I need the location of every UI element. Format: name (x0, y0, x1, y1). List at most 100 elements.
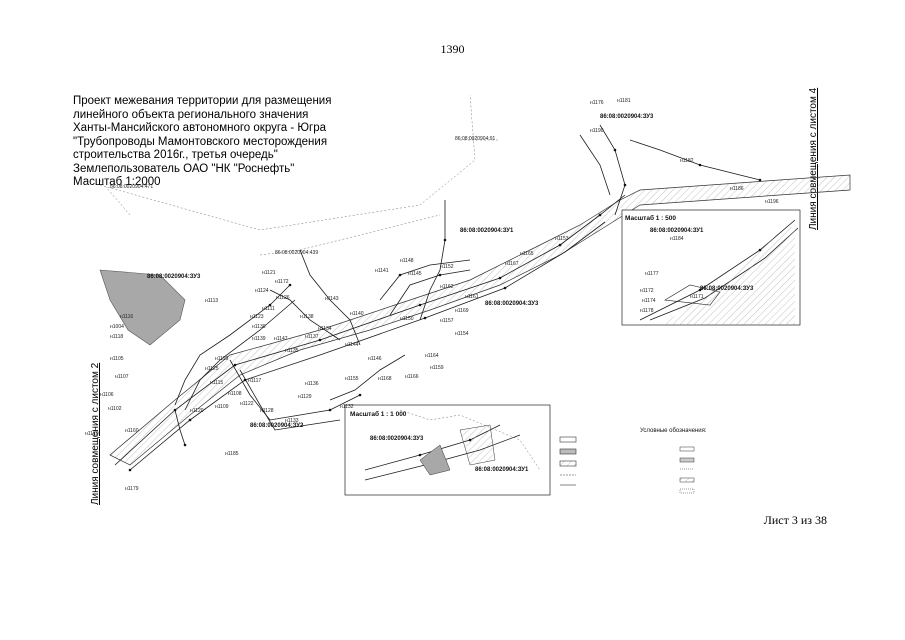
point-label: н1184 (670, 236, 684, 242)
parcel-label: 86:08:0020904:439 (275, 250, 318, 256)
parcel-label: 86:08:0020904:91 (455, 136, 496, 142)
point-label: н1004 (110, 324, 124, 330)
point-label: н1147 (274, 336, 288, 342)
point-label: н1108 (228, 391, 242, 397)
parcel-label: 86:08:0020904:ЗУ2 (250, 423, 304, 429)
point-label: н1106 (100, 392, 114, 398)
point-label: н1117 (248, 378, 261, 384)
parcel-label: 86:08:0020904:ЗУ3 (700, 286, 754, 292)
point-label: н1159 (430, 365, 444, 371)
point-label: н1172 (640, 288, 654, 294)
point-label: н1153 (555, 236, 569, 242)
parcel-label: 86:08:0020904:ЗУ3 (370, 436, 424, 442)
point-label: н1130 (252, 324, 266, 330)
point-label: н1176 (590, 100, 604, 106)
point-label: н1121 (262, 270, 276, 276)
point-label: н1165 (520, 251, 534, 257)
point-label: н1167 (505, 261, 519, 267)
point-label: н1162 (440, 284, 454, 290)
inset-scale: Масштаб 1 : 500 (625, 214, 676, 222)
title-line: строительства 2016г., третья очередь" (73, 149, 278, 161)
parcel-label: 86:08:0020904:ЗУ3 (600, 114, 654, 120)
title-line: Землепользователь ОАО "НК "Роснефть" (73, 162, 295, 175)
title-line: Ханты-Мансийского автономного округа - Ю… (73, 122, 326, 134)
parcel-label: 86:08:0020904:ЗУ1 (650, 228, 704, 234)
point-label: н1116 (120, 314, 133, 320)
page-number: 1390 (440, 42, 465, 56)
point-label: н1143 (325, 296, 339, 302)
legend (555, 425, 800, 500)
point-label: н1177 (645, 271, 659, 277)
point-label: н1119 (215, 356, 228, 362)
point-label: н1182 (680, 158, 694, 164)
point-label: н1125 (205, 366, 219, 372)
point-label: н1128 (260, 408, 274, 414)
point-label: н1185 (225, 451, 239, 457)
point-label: н1150 (400, 316, 414, 322)
title-line: Проект межевания территории для размещен… (73, 95, 332, 107)
parcel-label: 86:08:0020904:ЗУ1 (460, 228, 514, 234)
point-label: н1139 (252, 336, 266, 342)
point-label: н1141 (375, 268, 389, 274)
legend-heading: Условные обозначения: (640, 428, 707, 434)
point-label: н1109 (215, 404, 229, 410)
sheet-number: Лист 3 из 38 (763, 513, 827, 527)
point-label: н1148 (400, 258, 414, 264)
point-label: н1170 (85, 431, 99, 437)
point-label: н1136 (305, 381, 319, 387)
point-label: н1186 (730, 186, 744, 192)
point-label: н1164 (425, 353, 439, 359)
point-label: н1132 (340, 404, 354, 410)
point-label: н1140 (350, 311, 364, 317)
point-label: н1169 (455, 308, 469, 314)
point-label: н1120 (190, 408, 204, 414)
point-label: н1172 (275, 279, 289, 285)
point-label: н1190 (590, 128, 604, 134)
parcel-label: 86:08:0020904:ЗУ1 (475, 467, 529, 473)
point-label: н1181 (617, 98, 631, 104)
point-label: н1161 (465, 294, 479, 300)
map-title-block: Проект межевания территории для размещен… (73, 95, 373, 190)
point-label: н1154 (455, 331, 469, 337)
point-label: н1178 (640, 308, 654, 314)
point-label: н1138 (300, 314, 314, 320)
point-label: н1171 (690, 294, 704, 300)
point-label: н1124 (255, 288, 269, 294)
point-label: н1137 (305, 334, 319, 340)
point-label: н1152 (440, 264, 454, 270)
point-label: н1155 (345, 376, 359, 382)
point-label: н1118 (110, 334, 123, 340)
point-label: н1107 (115, 374, 129, 380)
survey-points (128, 148, 762, 472)
title-line: линейного объекта регионального значения (73, 108, 309, 121)
point-label: н1134 (318, 326, 332, 332)
point-label: н1111 (262, 306, 275, 312)
point-label: н1129 (298, 394, 312, 400)
point-label: н1157 (440, 318, 454, 324)
grey-parcel (99, 269, 186, 346)
point-label: н1122 (240, 401, 254, 407)
parcel-label: 86:08:0020904:ЗУ3 (485, 301, 539, 307)
point-label: н1105 (110, 356, 124, 362)
point-label: н1168 (378, 376, 392, 382)
inset-scale: Масштаб 1 : 1 000 (350, 410, 407, 418)
point-label: н1113 (205, 298, 218, 304)
cadastral-boundaries (99, 94, 500, 256)
point-label: н1123 (250, 314, 264, 320)
hatched-corridor (109, 174, 851, 466)
parcel-label: 86:08:0020904:ЗУ3 (147, 274, 201, 280)
point-label: н1126 (276, 295, 290, 301)
inset-1-1000 (344, 404, 551, 496)
title-line: "Трубопроводы Мамонтовского месторождени… (73, 135, 328, 148)
parcel-label: 86:08:0020904:471 (110, 184, 153, 190)
pipeline-lines (114, 124, 761, 471)
point-label: н1144 (345, 342, 359, 348)
point-label: н1166 (405, 374, 419, 380)
point-label: н1179 (125, 486, 139, 492)
point-label: н1160 (125, 428, 139, 434)
point-label: н1102 (108, 406, 122, 412)
point-label: н1145 (408, 271, 422, 277)
point-label: н1133 (285, 418, 299, 424)
point-label: н1115 (210, 380, 223, 386)
